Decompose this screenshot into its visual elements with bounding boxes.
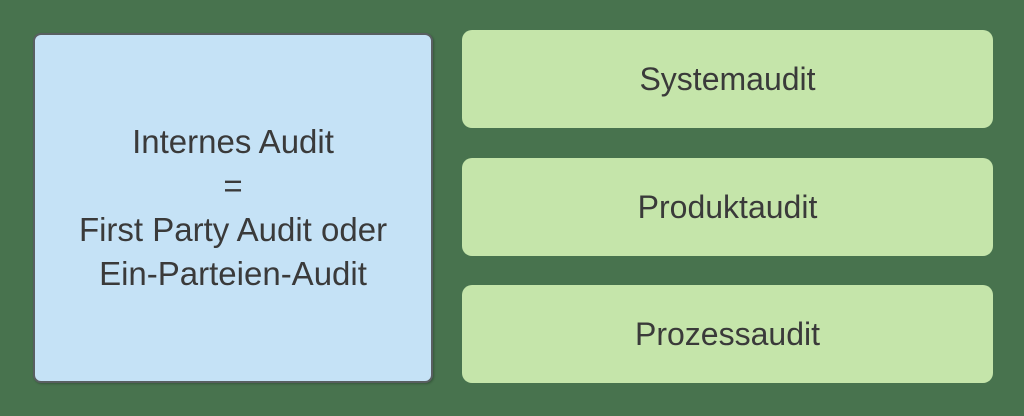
left-box-line-1: Internes Audit bbox=[132, 123, 334, 160]
systemaudit-box: Systemaudit bbox=[462, 30, 993, 128]
systemaudit-label: Systemaudit bbox=[639, 60, 816, 97]
left-box-line-4: Ein-Parteien-Audit bbox=[99, 255, 367, 292]
internes-audit-text: Internes Audit = First Party Audit oder … bbox=[79, 120, 387, 296]
prozessaudit-label: Prozessaudit bbox=[635, 315, 820, 352]
produktaudit-label: Produktaudit bbox=[637, 188, 818, 225]
left-box-line-2: = bbox=[223, 167, 243, 204]
left-box-line-3: First Party Audit oder bbox=[78, 211, 388, 248]
produktaudit-box: Produktaudit bbox=[462, 158, 993, 256]
internes-audit-box: Internes Audit = First Party Audit oder … bbox=[33, 33, 433, 383]
prozessaudit-box: Prozessaudit bbox=[462, 285, 993, 383]
